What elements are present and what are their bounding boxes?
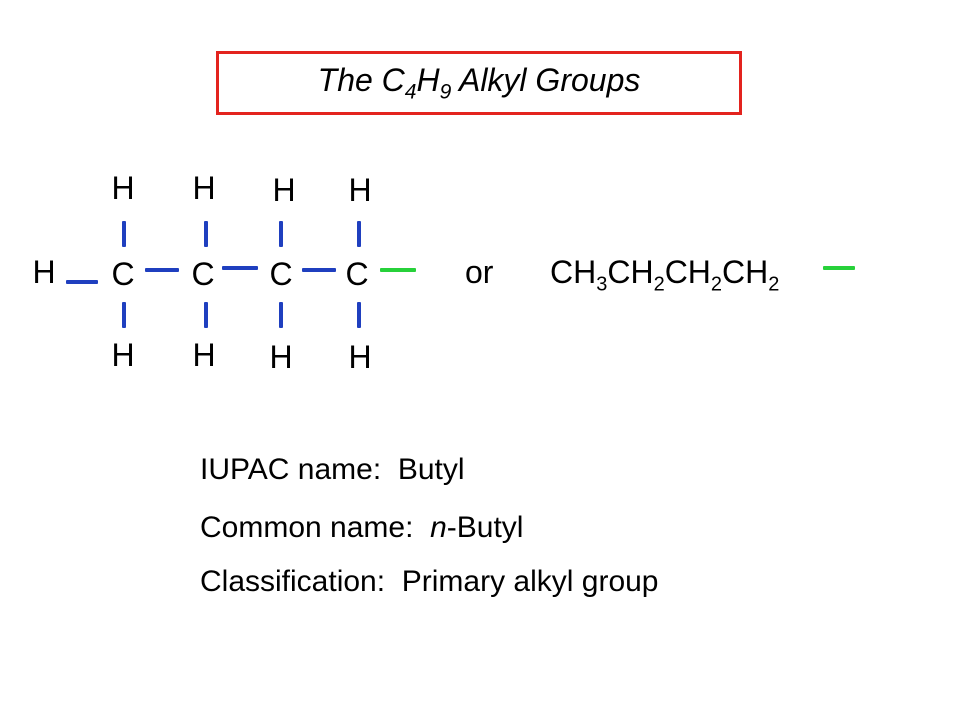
title-prefix: The C bbox=[317, 61, 405, 98]
hydrogen-top-1: H bbox=[111, 170, 135, 206]
condensed-attachment-bond bbox=[823, 266, 855, 270]
bond-h-c1 bbox=[66, 280, 98, 284]
bond-c4-h-top bbox=[357, 221, 361, 247]
hydrogen-bottom-4: H bbox=[348, 339, 372, 375]
condensed-formula: CH3CH2CH2CH2 bbox=[550, 256, 779, 300]
hydrogen-bottom-1: H bbox=[111, 337, 135, 373]
hydrogen-left: H bbox=[32, 254, 56, 290]
condensed-ch-1: CH bbox=[550, 254, 597, 290]
bond-c3-c4 bbox=[302, 268, 336, 272]
classification-label: Classification: bbox=[200, 565, 386, 598]
bond-c3-h-bottom bbox=[279, 302, 283, 328]
condensed-ch-3: CH bbox=[664, 254, 711, 290]
common-value: -Butyl bbox=[446, 511, 524, 544]
hydrogen-top-3: H bbox=[272, 172, 296, 208]
bond-c1-c2 bbox=[145, 268, 179, 272]
attachment-bond bbox=[380, 268, 416, 272]
carbon-1: C bbox=[111, 256, 135, 292]
carbon-2: C bbox=[191, 256, 215, 292]
condensed-ch-2: CH bbox=[607, 254, 654, 290]
iupac-label: IUPAC name: bbox=[200, 453, 382, 486]
condensed-sub-2: 2 bbox=[653, 273, 665, 296]
bond-c2-h-bottom bbox=[204, 302, 208, 328]
bond-c1-h-top bbox=[122, 221, 126, 247]
hydrogen-top-4: H bbox=[348, 172, 372, 208]
condensed-ch-4: CH bbox=[722, 254, 769, 290]
carbon-4: C bbox=[345, 256, 369, 292]
bond-c3-h-top bbox=[279, 221, 283, 247]
bond-c2-h-top bbox=[204, 221, 208, 247]
title-box: The C4H9 Alkyl Groups bbox=[216, 51, 742, 115]
condensed-sub-4: 2 bbox=[768, 273, 780, 296]
common-label: Common name: bbox=[200, 511, 414, 544]
title-sub-9: 9 bbox=[439, 80, 452, 104]
bond-c2-c3 bbox=[222, 266, 258, 270]
title-sub-4: 4 bbox=[404, 80, 417, 104]
bond-c1-h-bottom bbox=[122, 302, 126, 328]
hydrogen-bottom-3: H bbox=[269, 339, 293, 375]
common-prefix: n bbox=[430, 511, 447, 544]
title-suffix: Alkyl Groups bbox=[451, 61, 641, 98]
condensed-sub-1: 3 bbox=[596, 273, 608, 296]
hydrogen-top-2: H bbox=[192, 170, 216, 206]
common-line: Common name: n-Butyl bbox=[200, 512, 523, 544]
classification-line: Classification: Primary alkyl group bbox=[200, 566, 659, 598]
condensed-sub-3: 2 bbox=[710, 273, 723, 296]
or-label: or bbox=[465, 254, 494, 290]
bond-c4-h-bottom bbox=[357, 302, 361, 328]
hydrogen-bottom-2: H bbox=[192, 337, 216, 373]
title-mid: H bbox=[416, 61, 440, 98]
iupac-line: IUPAC name: Butyl bbox=[200, 454, 465, 486]
title: The C4H9 Alkyl Groups bbox=[318, 62, 641, 104]
carbon-3: C bbox=[269, 256, 293, 292]
classification-value: Primary alkyl group bbox=[401, 565, 659, 598]
iupac-value: Butyl bbox=[397, 453, 465, 486]
